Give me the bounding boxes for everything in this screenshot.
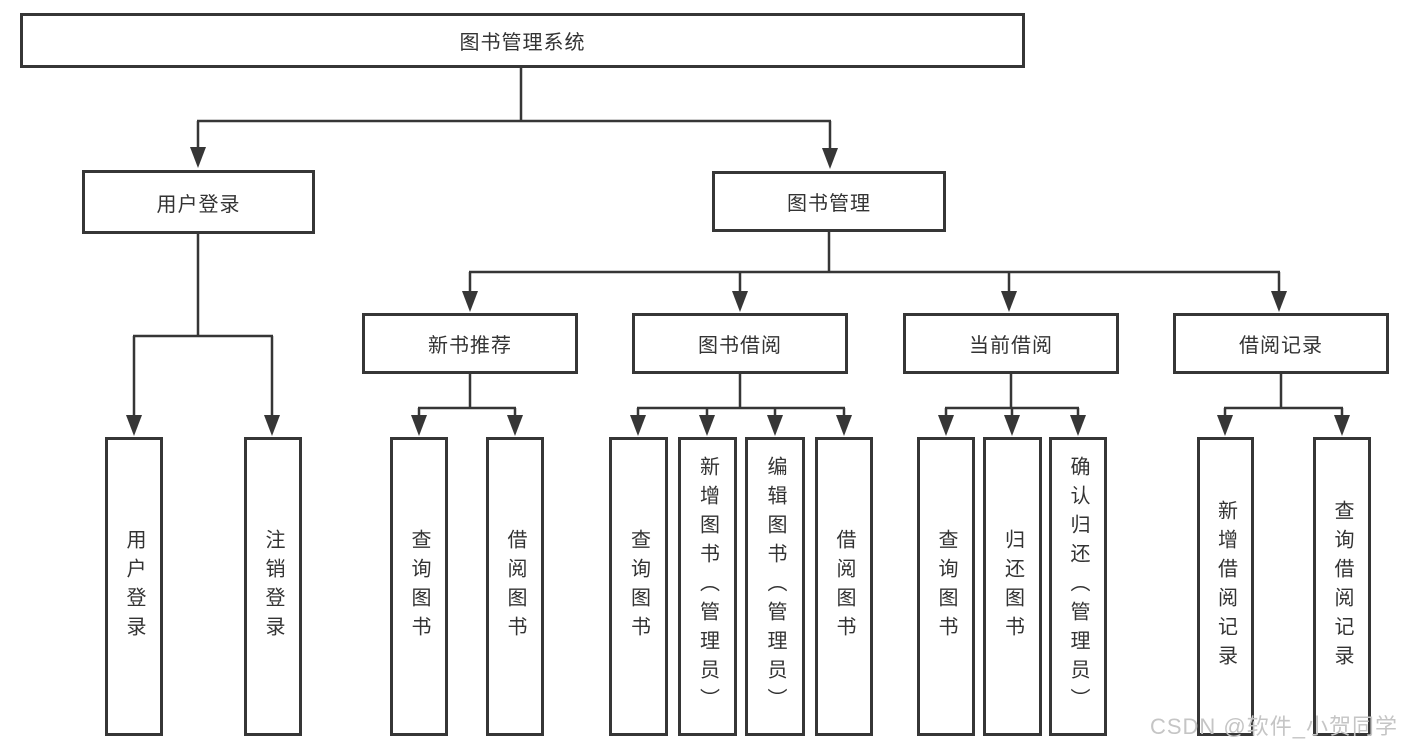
leaf-query-books-current: 查询图书 [917,437,975,736]
node-label: 用户登录 [156,193,241,216]
section-new-book-recommend: 新书推荐 [362,313,578,374]
watermark: CSDN @软件_小贺同学 [1149,714,1398,739]
arrowhead-icon [630,415,646,436]
arrowhead-icon [1334,415,1350,436]
leaf-logout: 注销登录 [244,437,302,736]
node-label: 借阅图书 [833,528,855,645]
node-label: 图书借阅 [698,335,782,357]
section-book-borrowing: 图书借阅 [632,313,848,374]
arrowhead-icon [264,415,280,436]
arrowhead-icon [732,291,748,312]
arrowhead-icon [1217,415,1233,436]
node-label: 查询图书 [935,528,957,645]
leaf-query-books-recommend: 查询图书 [390,437,448,736]
arrowhead-icon [938,415,954,436]
arrowhead-icon [190,147,206,168]
leaf-add-book-admin: 新增图书（管理员） [678,437,737,736]
branch-user-login: 用户登录 [82,170,315,234]
root-node: 图书管理系统 [20,13,1025,68]
node-label: 查询图书 [627,528,650,645]
node-label: 编辑图书（管理员） [764,456,786,717]
node-label: 借阅图书 [504,528,526,645]
leaf-edit-book-admin: 编辑图书（管理员） [745,437,805,736]
leaf-confirm-return-admin: 确认归还（管理员） [1049,437,1107,736]
branch-book-management: 图书管理 [712,171,946,232]
node-label: 归还图书 [1001,528,1024,645]
arrowhead-icon [836,415,852,436]
section-borrowing-records: 借阅记录 [1173,313,1389,374]
node-label: 注销登录 [262,528,284,645]
arrowhead-icon [822,148,838,169]
arrowhead-icon [462,291,478,312]
leaf-return-book: 归还图书 [983,437,1042,736]
leaf-borrow-books-recommend: 借阅图书 [486,437,544,736]
arrowhead-icon [699,415,715,436]
leaf-add-borrow-record: 新增借阅记录 [1197,437,1254,736]
leaf-borrow-books: 借阅图书 [815,437,873,736]
section-current-borrowing: 当前借阅 [903,313,1119,374]
leaf-query-books-borrowing: 查询图书 [609,437,668,736]
arrowhead-icon [767,415,783,436]
node-label: 新增图书（管理员） [696,456,719,717]
arrowhead-icon [1070,415,1086,436]
arrowhead-icon [1001,291,1017,312]
leaf-query-borrow-record: 查询借阅记录 [1313,437,1371,736]
node-label: 新书推荐 [428,335,512,357]
node-label: 新增借阅记录 [1214,499,1237,674]
node-label: 当前借阅 [969,335,1053,357]
node-label: 图书管理 [787,193,871,215]
arrowhead-icon [411,415,427,436]
node-label: 借阅记录 [1239,335,1323,357]
node-label: 查询借阅记录 [1331,499,1353,674]
node-label: 用户登录 [123,528,145,645]
node-label: 确认归还（管理员） [1067,456,1089,717]
arrowhead-icon [507,415,523,436]
arrowhead-icon [1271,291,1287,312]
node-label: 图书管理系统 [459,32,586,54]
leaf-user-login: 用户登录 [105,437,163,736]
node-label: 查询图书 [408,528,430,645]
arrowhead-icon [126,415,142,436]
arrowhead-icon [1004,415,1020,436]
